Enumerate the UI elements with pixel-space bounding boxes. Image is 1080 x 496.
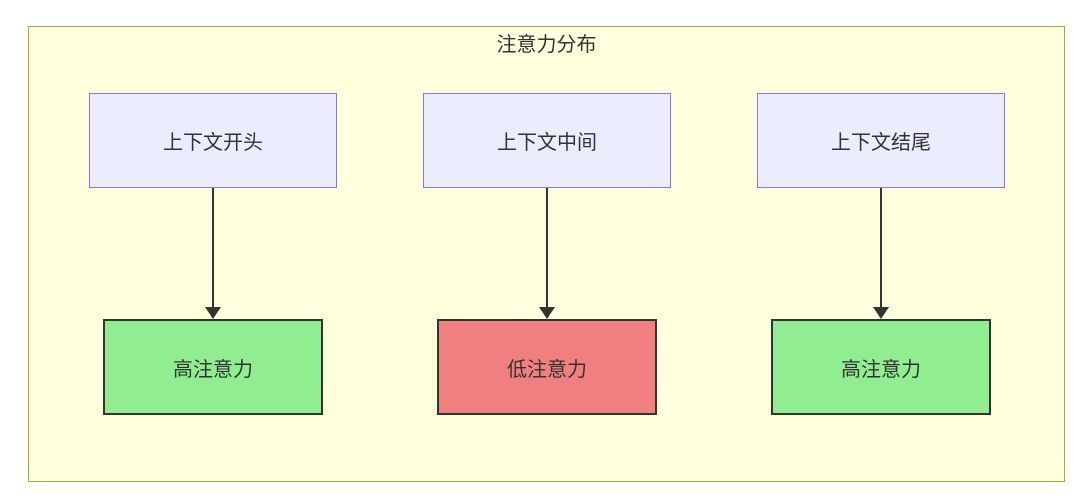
target-node-low-attention: 低注意力: [437, 319, 657, 415]
target-node-high-attention-2: 高注意力: [771, 319, 991, 415]
arrow-head-icon: [873, 307, 889, 319]
arrow-context-start: [205, 188, 221, 319]
source-node-context-start: 上下文开头: [89, 93, 337, 188]
arrow-line: [880, 188, 882, 307]
arrow-head-icon: [539, 307, 555, 319]
diagram-title: 注意力分布: [496, 34, 597, 56]
source-node-context-middle: 上下文中间: [423, 93, 671, 188]
arrow-head-icon: [205, 307, 221, 319]
arrow-line: [546, 188, 548, 307]
arrow-context-end: [873, 188, 889, 319]
target-node-high-attention-1: 高注意力: [103, 319, 323, 415]
source-node-context-end: 上下文结尾: [757, 93, 1005, 188]
arrow-context-middle: [539, 188, 555, 319]
arrow-line: [212, 188, 214, 307]
